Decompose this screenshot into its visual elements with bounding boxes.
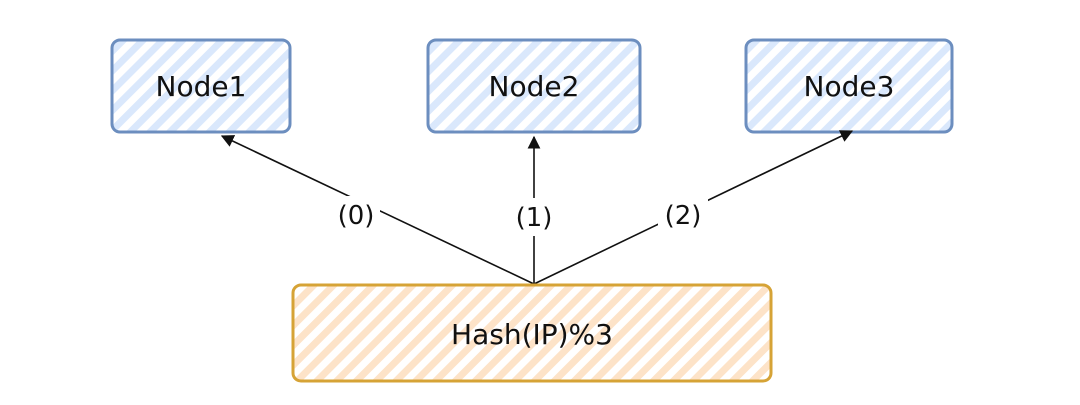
node-label-3: Node3 <box>804 70 895 103</box>
hash-box[interactable]: Hash(IP)%3 <box>291 283 773 383</box>
edge-label-2: (2) <box>665 201 702 231</box>
edge-label-1: (1) <box>516 203 553 233</box>
node-box-3[interactable]: Node3 <box>744 38 954 134</box>
node-box-2[interactable]: Node2 <box>426 38 642 134</box>
edge-label-0: (0) <box>338 201 375 231</box>
node-label-1: Node1 <box>156 70 247 103</box>
hash-label: Hash(IP)%3 <box>451 318 613 351</box>
node-box-1[interactable]: Node1 <box>110 38 292 134</box>
node-label-2: Node2 <box>489 70 580 103</box>
